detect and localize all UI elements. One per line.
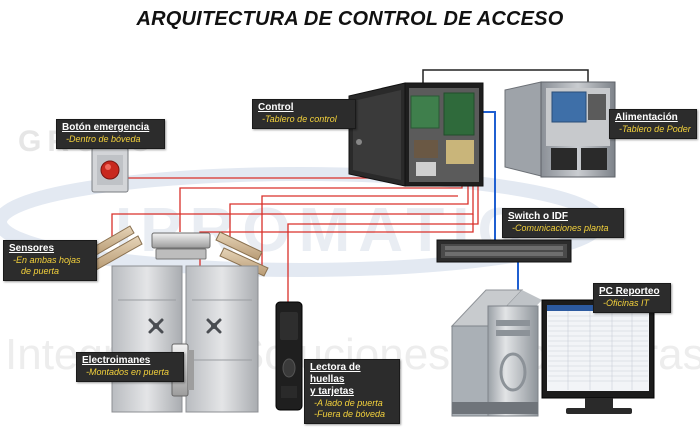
wire-reader — [287, 150, 479, 302]
label-boton-heading: Botón emergencia — [62, 122, 150, 133]
label-lectora-heading-2: y tarjetas — [310, 386, 354, 397]
label-sensores: Sensores -En ambas hojas de puerta — [3, 240, 97, 281]
label-pc-heading: PC Reporteo — [599, 286, 660, 297]
label-lectora: Lectora de huellas y tarjetas -A lado de… — [304, 359, 400, 424]
label-control-heading: Control — [258, 102, 294, 113]
label-electroimanes-heading: Electroimanes — [82, 355, 151, 366]
pc-monitor — [541, 299, 655, 414]
power-panel — [504, 81, 616, 178]
label-switch: Switch o IDF -Comunicaciones planta — [502, 208, 624, 238]
label-alimentacion: Alimentación -Tablero de Poder — [609, 109, 697, 139]
vault-doors — [111, 265, 259, 413]
label-alimentacion-heading: Alimentación — [615, 112, 678, 123]
label-alimentacion-line-1: -Tablero de Poder — [619, 124, 691, 134]
label-electroimanes-line-1: -Montados en puerta — [86, 367, 170, 377]
network-switch — [436, 239, 572, 263]
label-switch-line-1: -Comunicaciones planta — [512, 223, 609, 233]
label-pc: PC Reporteo -Oficinas IT — [593, 283, 671, 313]
label-switch-heading: Switch o IDF — [508, 211, 568, 222]
label-lectora-heading: Lectora de huellas — [310, 362, 361, 385]
wire-control-switch — [478, 111, 496, 244]
label-lectora-line-1: -A lado de puerta — [314, 398, 383, 408]
magnetic-lock-top — [151, 232, 211, 260]
wire-control-power — [422, 69, 589, 92]
label-sensores-line-2: de puerta — [21, 266, 60, 276]
wire-sensor-door — [261, 195, 458, 270]
control-panel — [348, 82, 484, 187]
label-sensores-line-1: -En ambas hojas — [13, 255, 81, 265]
label-electroimanes: Electroimanes -Montados en puerta — [76, 352, 184, 382]
pc-tower — [450, 289, 542, 417]
label-boton-line-1: -Dentro de bóveda — [66, 134, 141, 144]
label-pc-line-1: -Oficinas IT — [603, 298, 650, 308]
label-control: Control -Tablero de control — [252, 99, 356, 129]
fingerprint-reader — [275, 301, 303, 411]
label-lectora-line-2: -Fuera de bóveda — [314, 409, 386, 419]
emergency-button — [91, 147, 129, 193]
page-title: ARQUITECTURA DE CONTROL DE ACCESO — [136, 8, 564, 30]
label-boton: Botón emergencia -Dentro de bóveda — [56, 119, 165, 149]
label-control-line-1: -Tablero de control — [262, 114, 337, 124]
label-sensores-heading: Sensores — [9, 243, 55, 254]
